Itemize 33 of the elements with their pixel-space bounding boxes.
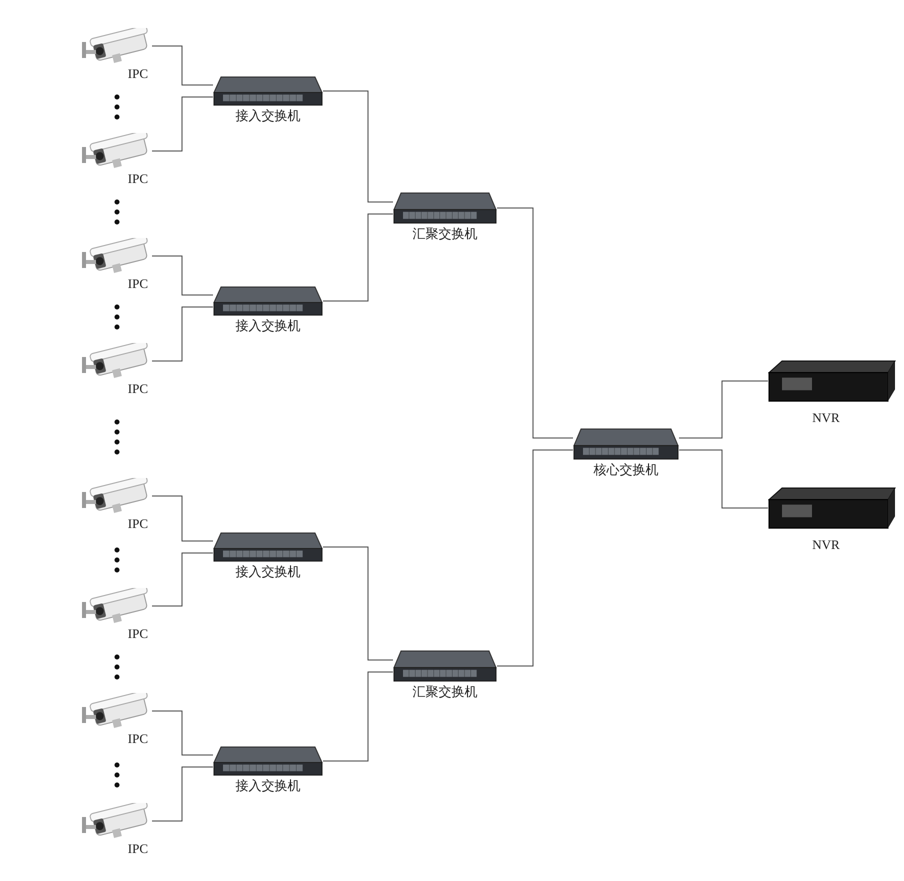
- device-label: IPC: [128, 381, 148, 397]
- network-cable-line: [152, 766, 214, 822]
- network-cable-line: [152, 46, 214, 86]
- network-cable-line: [152, 710, 214, 756]
- device-label: 接入交换机: [236, 108, 300, 124]
- network-cable-line: [322, 546, 394, 660]
- device-label: IPC: [128, 276, 148, 292]
- network-cable-line: [152, 306, 214, 362]
- device-label: 汇聚交换机: [412, 226, 478, 242]
- network-cable-line: [678, 450, 768, 508]
- network-cable-line: [496, 208, 574, 438]
- device-label: 核心交换机: [594, 462, 658, 478]
- device-label: IPC: [128, 731, 148, 747]
- network-cable-line: [496, 450, 574, 666]
- network-cable-line: [322, 672, 394, 762]
- device-label: 接入交换机: [236, 564, 300, 580]
- device-label: IPC: [128, 626, 148, 642]
- network-cable-line: [152, 552, 214, 606]
- network-cable-line: [152, 496, 214, 542]
- device-label: NVR: [812, 537, 840, 553]
- device-label: 接入交换机: [236, 318, 300, 334]
- device-label: 汇聚交换机: [412, 684, 478, 700]
- network-cable-line: [678, 380, 768, 438]
- device-label: NVR: [812, 410, 840, 426]
- device-label: 接入交换机: [236, 778, 300, 794]
- network-cable-line: [152, 96, 214, 152]
- network-cable-line: [322, 90, 394, 202]
- device-label: IPC: [128, 171, 148, 187]
- network-cable-line: [322, 214, 394, 302]
- device-label: IPC: [128, 66, 148, 82]
- device-label: IPC: [128, 516, 148, 532]
- device-label: IPC: [128, 841, 148, 857]
- network-cable-line: [152, 256, 214, 296]
